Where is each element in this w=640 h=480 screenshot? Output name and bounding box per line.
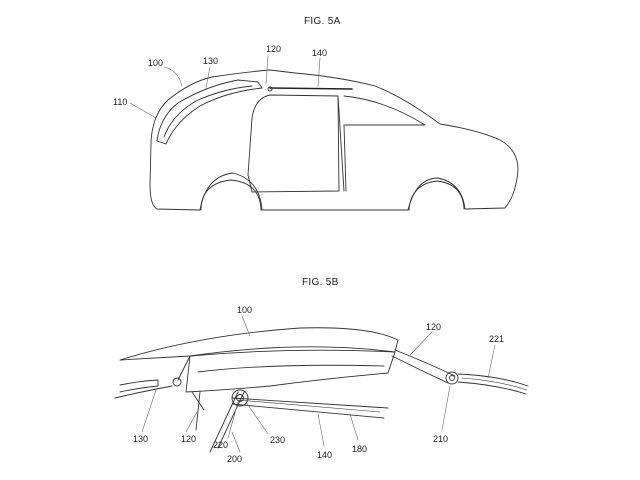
- airbag-inner-130: [163, 85, 253, 138]
- rod-140-upper: [231, 397, 389, 409]
- front-door-line: [343, 124, 347, 192]
- leader-140: [317, 57, 321, 88]
- hub-200: [231, 389, 249, 407]
- leader-120b-right: [409, 331, 433, 356]
- figure-5b: FIG. 5B: [114, 277, 529, 464]
- label-100: 100: [148, 58, 163, 68]
- leader-130: [205, 66, 211, 89]
- fig-5b-title: FIG. 5B: [302, 277, 339, 288]
- figure-5a: FIG. 5A 100 130 120 140 110: [113, 16, 519, 211]
- airbag-100-fold: [177, 355, 191, 381]
- cable-120-right-b: [391, 355, 449, 384]
- rear-window: [247, 94, 340, 193]
- label-200: 200: [227, 454, 242, 464]
- label-230: 230: [270, 435, 285, 445]
- hub-arm-b: [217, 391, 245, 449]
- label-210: 210: [433, 434, 448, 444]
- cable-221-hatch: [461, 377, 528, 391]
- label-220: 220: [213, 440, 228, 450]
- frame-inner: [197, 364, 385, 373]
- leader-100b: [241, 315, 251, 337]
- leader-180: [349, 413, 359, 441]
- connector-120: [267, 86, 273, 92]
- strut-120-left-b: [191, 391, 205, 411]
- cable-221: [457, 373, 529, 387]
- label-221: 221: [489, 334, 504, 344]
- label-120b-right: 120: [426, 322, 441, 332]
- airbag-panel-110: [156, 79, 263, 145]
- leader-221: [487, 344, 496, 379]
- roof-tube-140: [269, 87, 353, 90]
- fig-5a-title: FIG. 5A: [304, 16, 341, 27]
- cable-221-b: [457, 381, 527, 395]
- cable-120-right: [394, 349, 456, 377]
- leader-140b: [317, 413, 325, 447]
- leader-220: [227, 401, 239, 439]
- rod-140-lower: [231, 403, 385, 419]
- connector-left: [172, 377, 182, 387]
- leader-110: [129, 102, 157, 119]
- frame-box: [185, 349, 396, 393]
- strut-120-left: [195, 391, 201, 431]
- hub-arm-230: [209, 391, 239, 453]
- airbag-100-top: [119, 327, 399, 361]
- pulley-210: [445, 371, 459, 385]
- leader-200: [231, 431, 241, 453]
- tube-130: [119, 379, 159, 393]
- pulley-210-inner: [449, 375, 455, 381]
- label-100b: 100: [237, 305, 252, 315]
- label-110: 110: [113, 97, 127, 107]
- label-120b-left: 120: [181, 434, 196, 444]
- front-window: [343, 95, 426, 126]
- leader-100: [163, 66, 183, 87]
- label-130b: 130: [133, 434, 148, 444]
- label-130: 130: [203, 56, 218, 66]
- leader-210: [441, 385, 451, 431]
- tube-130-lower: [114, 385, 173, 399]
- label-140: 140: [312, 48, 327, 58]
- leader-230: [245, 401, 269, 435]
- front-wheel: [408, 180, 465, 211]
- leader-130b: [141, 389, 157, 433]
- rod-140-hatch: [237, 399, 381, 413]
- rear-wheel: [200, 179, 262, 211]
- car-body-outline: [149, 69, 519, 211]
- label-140b: 140: [317, 450, 332, 460]
- door-pillar: [337, 95, 345, 192]
- leader-120: [265, 55, 269, 85]
- label-180: 180: [352, 444, 367, 454]
- label-120: 120: [266, 44, 281, 54]
- leader-120b-left: [185, 411, 198, 433]
